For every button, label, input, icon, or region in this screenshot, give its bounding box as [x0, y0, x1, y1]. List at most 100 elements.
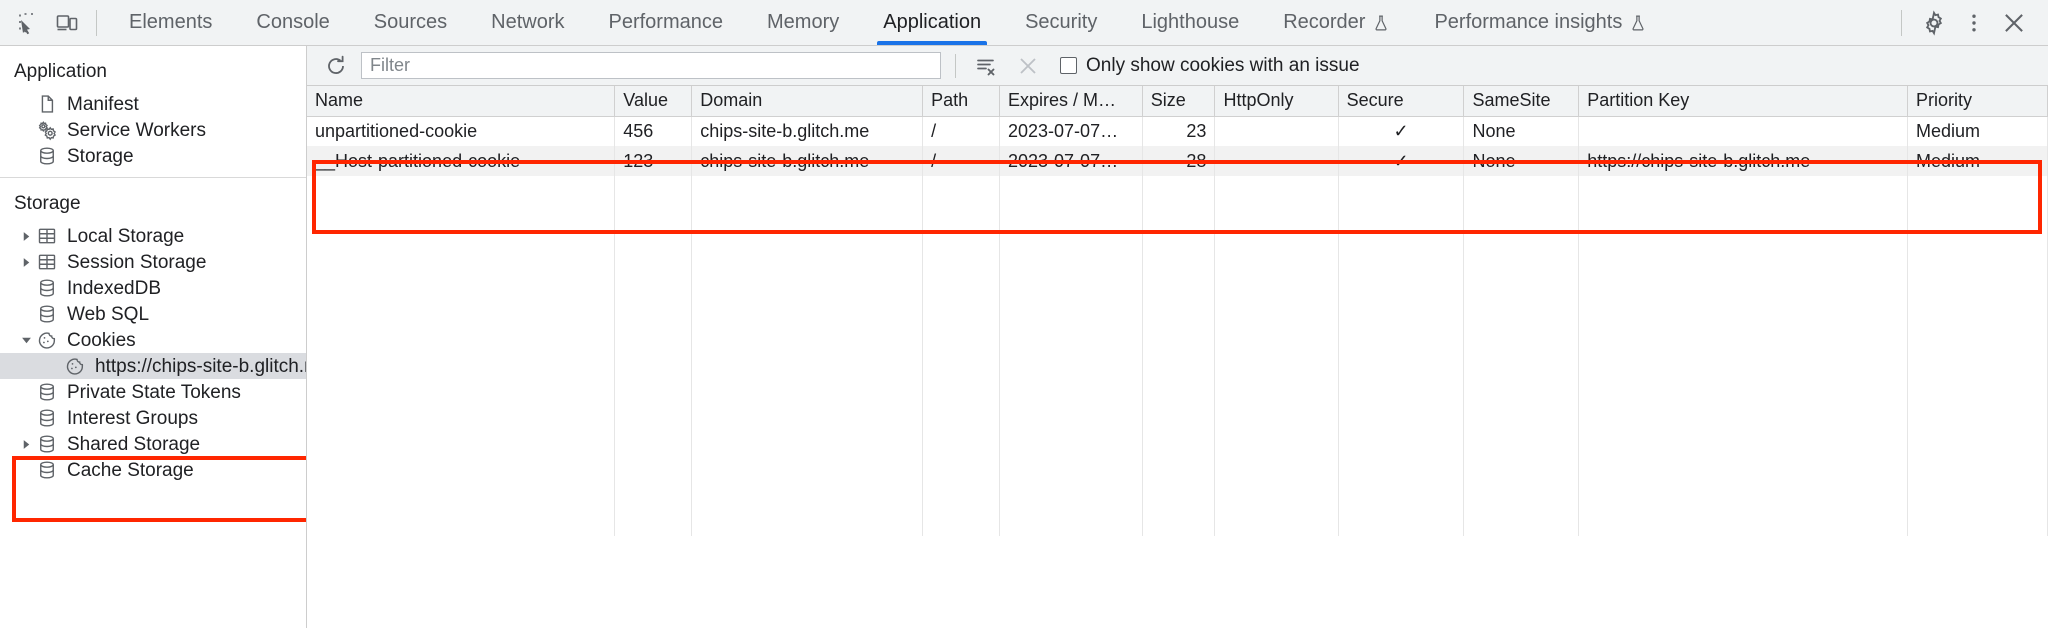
column-header-expires[interactable]: Expires / M…	[999, 86, 1143, 117]
empty-cell	[1214, 416, 1339, 446]
sidebar-item-cookies[interactable]: Cookies	[0, 327, 306, 353]
column-header-samesite[interactable]: SameSite	[1463, 86, 1580, 117]
gear-icon[interactable]	[1914, 3, 1954, 43]
empty-cell	[1463, 206, 1580, 236]
empty-cell	[1214, 476, 1339, 506]
cell-value: 456	[614, 116, 693, 146]
device-toolbar-icon[interactable]	[48, 4, 86, 42]
empty-cell	[1463, 506, 1580, 536]
sidebar-item-service-workers[interactable]: Service Workers	[0, 117, 306, 143]
empty-cell	[691, 296, 924, 326]
empty-cell	[922, 206, 1000, 236]
tab-label: Security	[1025, 11, 1098, 33]
empty-cell	[614, 506, 693, 536]
inspect-element-icon[interactable]	[10, 4, 48, 42]
column-header-name[interactable]: Name	[307, 86, 616, 117]
column-header-domain[interactable]: Domain	[691, 86, 924, 117]
tab-elements[interactable]: Elements	[107, 0, 234, 45]
sidebar-item-manifest[interactable]: Manifest	[0, 91, 306, 117]
more-vertical-icon[interactable]	[1954, 3, 1994, 43]
only-issues-checkbox[interactable]	[1060, 57, 1077, 74]
empty-cell	[1907, 356, 2048, 386]
sidebar-item-storage[interactable]: Storage	[0, 143, 306, 169]
tab-performance[interactable]: Performance	[587, 0, 746, 45]
tab-performance-insights[interactable]: Performance insights	[1412, 0, 1669, 45]
column-header-partition[interactable]: Partition Key	[1578, 86, 1908, 117]
sidebar-item-label: https://chips-site-b.glitch.me	[95, 355, 307, 377]
sidebar-item-cache-storage[interactable]: Cache Storage	[0, 457, 306, 483]
empty-cell	[1463, 296, 1580, 326]
empty-cell	[922, 356, 1000, 386]
empty-cell	[1907, 386, 2048, 416]
column-header-secure[interactable]: Secure	[1338, 86, 1465, 117]
tab-recorder[interactable]: Recorder	[1261, 0, 1412, 45]
tab-label: Recorder	[1283, 11, 1366, 33]
sidebar-item-label: Service Workers	[67, 119, 207, 141]
empty-cell	[307, 236, 616, 266]
empty-cell	[614, 386, 693, 416]
cookie-icon	[64, 355, 86, 377]
empty-cell	[307, 386, 616, 416]
sidebar-item-indexeddb[interactable]: IndexedDB	[0, 275, 306, 301]
empty-cell	[1142, 236, 1216, 266]
empty-cell	[691, 476, 924, 506]
chevron-right-icon[interactable]	[18, 228, 34, 244]
sidebar-item-label: Cache Storage	[67, 459, 194, 481]
sidebar-item-https-chips-site-b-glitch-me[interactable]: https://chips-site-b.glitch.me	[0, 353, 306, 379]
cookies-filter-toolbar: Only show cookies with an issue	[307, 46, 2048, 86]
only-issues-label: Only show cookies with an issue	[1086, 54, 1360, 76]
clear-filtered-cookies-icon[interactable]	[970, 51, 1002, 81]
empty-cell	[999, 506, 1143, 536]
column-header-size[interactable]: Size	[1142, 86, 1216, 117]
refresh-icon[interactable]	[321, 51, 351, 81]
tab-memory[interactable]: Memory	[745, 0, 861, 45]
column-header-path[interactable]: Path	[922, 86, 1000, 117]
column-header-httponly[interactable]: HttpOnly	[1214, 86, 1339, 117]
sidebar-item-web-sql[interactable]: Web SQL	[0, 301, 306, 327]
sidebar-item-session-storage[interactable]: Session Storage	[0, 249, 306, 275]
tab-network[interactable]: Network	[469, 0, 586, 45]
sidebar-item-label: Local Storage	[67, 225, 185, 247]
empty-cell	[1338, 416, 1465, 446]
sidebar-item-private-state-tokens[interactable]: Private State Tokens	[0, 379, 306, 405]
sidebar-item-label: Cookies	[67, 329, 136, 351]
tab-console[interactable]: Console	[234, 0, 351, 45]
empty-row	[307, 446, 2048, 476]
column-header-value[interactable]: Value	[614, 86, 693, 117]
chevron-right-icon[interactable]	[18, 254, 34, 270]
chevron-down-icon[interactable]	[18, 332, 34, 348]
empty-cell	[614, 296, 693, 326]
column-header-priority[interactable]: Priority	[1907, 86, 2048, 117]
database-icon	[36, 459, 58, 481]
table-icon	[36, 225, 58, 247]
empty-cell	[614, 416, 693, 446]
sidebar-item-shared-storage[interactable]: Shared Storage	[0, 431, 306, 457]
empty-cell	[999, 416, 1143, 446]
empty-cell	[307, 416, 616, 446]
empty-cell	[999, 326, 1143, 356]
empty-cell	[1907, 236, 2048, 266]
empty-cell	[691, 266, 924, 296]
cell-expires: 2023-07-07…	[999, 146, 1143, 176]
tab-lighthouse[interactable]: Lighthouse	[1119, 0, 1261, 45]
sidebar-item-label: Private State Tokens	[67, 381, 241, 403]
tab-sources[interactable]: Sources	[352, 0, 469, 45]
database-icon	[36, 277, 58, 299]
empty-row	[307, 176, 2048, 206]
tab-security[interactable]: Security	[1003, 0, 1119, 45]
only-issues-checkbox-group[interactable]: Only show cookies with an issue	[1060, 55, 1360, 77]
clear-all-cookies-icon[interactable]	[1012, 51, 1044, 81]
close-icon[interactable]	[1994, 3, 2034, 43]
sidebar-item-interest-groups[interactable]: Interest Groups	[0, 405, 306, 431]
chevron-right-icon[interactable]	[18, 436, 34, 452]
manifest-document-icon	[36, 93, 58, 115]
filter-input[interactable]	[361, 52, 941, 79]
sidebar-item-label: Session Storage	[67, 251, 207, 273]
tab-application[interactable]: Application	[861, 0, 1003, 45]
sidebar-item-local-storage[interactable]: Local Storage	[0, 223, 306, 249]
